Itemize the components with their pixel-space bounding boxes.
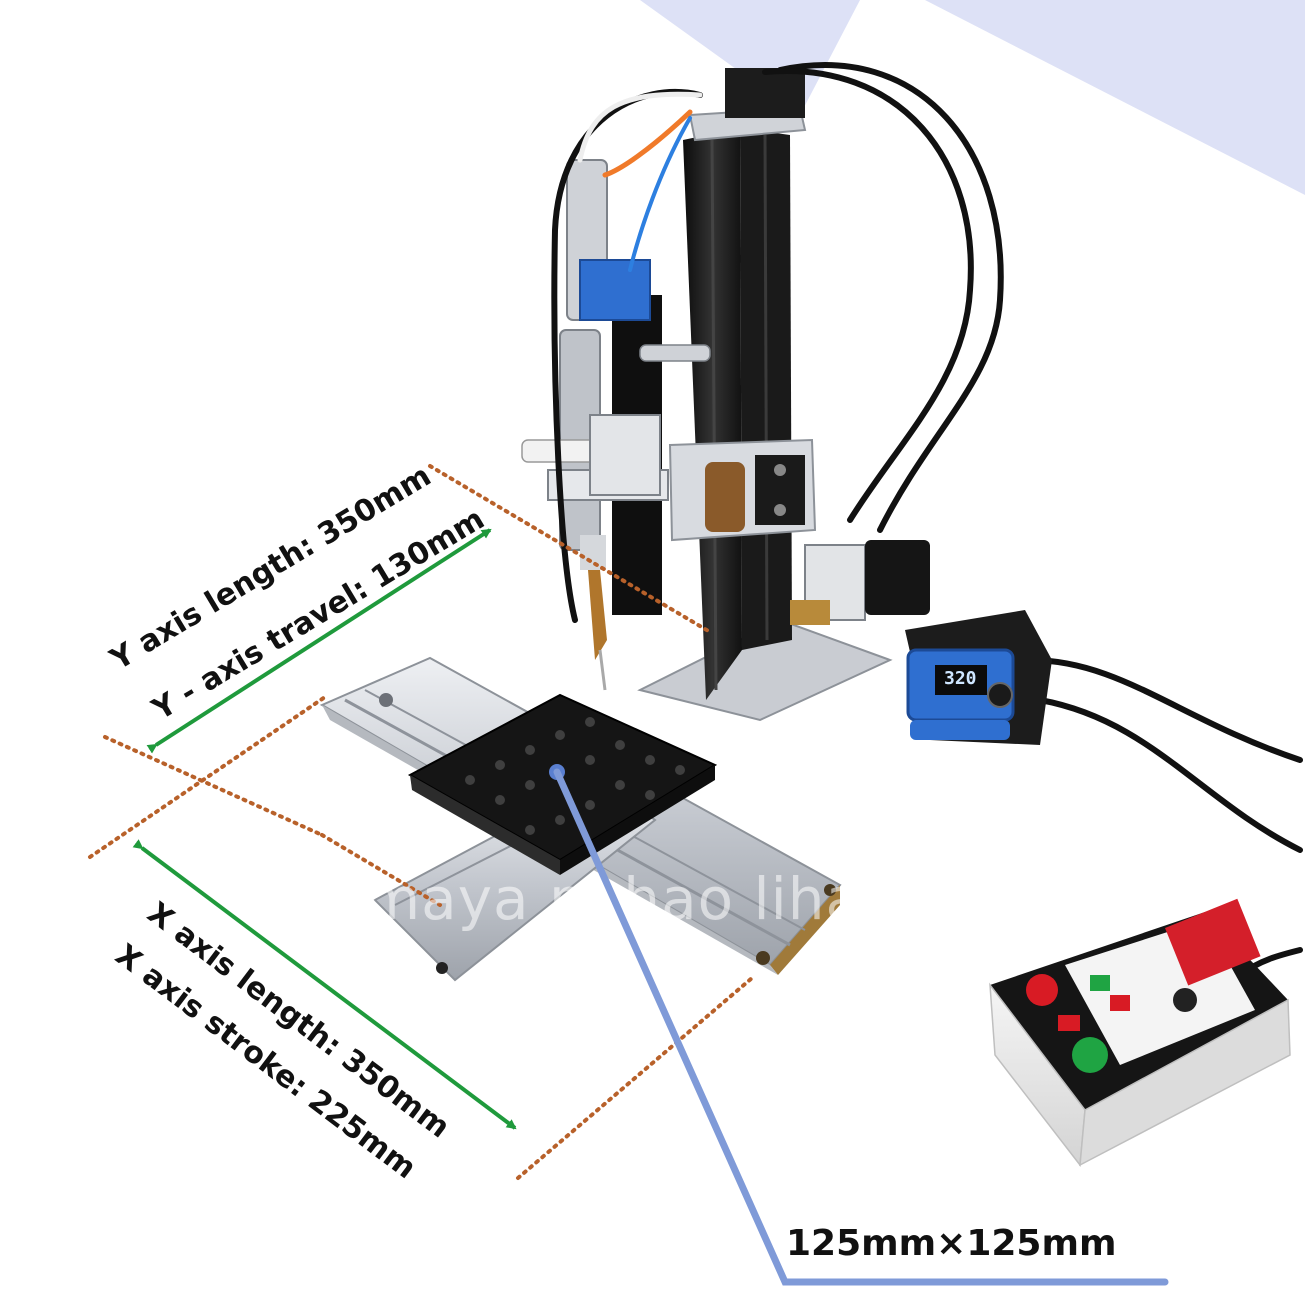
dimension-arrows	[132, 528, 517, 1130]
plate-size-label: 125mm×125mm	[786, 1223, 1117, 1264]
temperature-controller	[905, 610, 1052, 745]
plate-callout-line	[553, 768, 1169, 1286]
solenoid-valve	[790, 540, 930, 625]
temperature-readout: 320	[944, 668, 977, 689]
z-carriage	[668, 438, 817, 542]
watermark: aimaya ni hao lihai	[310, 865, 880, 933]
vertical-column	[683, 68, 807, 700]
soldering-head	[521, 159, 711, 691]
control-box	[989, 898, 1291, 1167]
air-tubes	[577, 91, 703, 272]
